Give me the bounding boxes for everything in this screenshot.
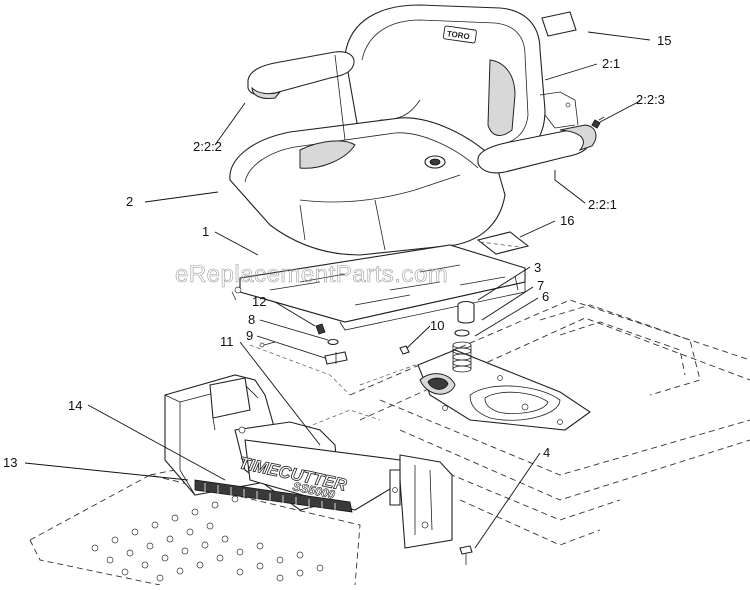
callout-10: 10: [430, 318, 444, 333]
callout-11: 11: [220, 334, 234, 349]
callout-4: 4: [543, 445, 550, 460]
hardware: [259, 323, 410, 365]
deck-mount-plate: [417, 349, 591, 431]
callout-9: 9: [246, 328, 253, 343]
floor-pan-holes: [91, 495, 324, 582]
bolt-12: [315, 323, 326, 335]
callout-15: 15: [657, 33, 671, 48]
callout-labels: 15 2:1 2:2:3 2:2:2 2:2:1 2 16 1 3 7 6 12…: [3, 33, 671, 470]
left-armrest: [247, 51, 355, 96]
spring-assembly: [452, 300, 475, 373]
callout-13: 13: [3, 455, 17, 470]
callout-14: 14: [68, 398, 82, 413]
callout-8: 8: [248, 312, 255, 327]
vent-grille: [194, 479, 353, 513]
washer-8: [327, 338, 339, 346]
callout-16: 16: [560, 213, 574, 228]
nut-10: [399, 345, 410, 355]
seat-logo-badge: [442, 25, 477, 44]
control-panel-housing: TIMECUTTER SS5000: [164, 374, 453, 549]
callout-2-2-3: 2:2:3: [636, 92, 665, 107]
callout-1: 1: [202, 224, 209, 239]
watermark: eReplacementParts.com: [175, 261, 448, 288]
callout-12: 12: [252, 294, 266, 309]
callout-2: 2: [126, 194, 133, 209]
bolt-4: [459, 545, 473, 565]
compression-spring: [452, 341, 472, 373]
callout-7: 7: [537, 278, 544, 293]
armrest-screw: [591, 116, 605, 129]
callout-2-1: 2:1: [602, 56, 620, 71]
seat-logo: TORO: [446, 29, 470, 41]
callout-6: 6: [542, 289, 549, 304]
seat-assembly: TORO: [229, 4, 605, 256]
decal-label: [541, 11, 577, 37]
slide-rail: [476, 231, 530, 255]
floor-pan: [29, 469, 361, 586]
callout-2-2-1: 2:2:1: [588, 197, 617, 212]
callout-2-2-2: 2:2:2: [193, 139, 222, 154]
seat-cushion: [229, 117, 506, 256]
callout-3: 3: [534, 260, 541, 275]
leader-lines: [24, 31, 651, 549]
seat-plate: [231, 244, 526, 331]
